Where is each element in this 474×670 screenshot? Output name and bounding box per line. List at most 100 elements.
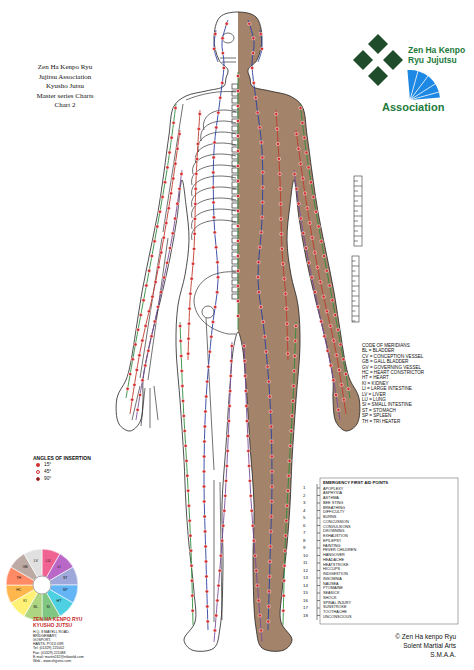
pressure-point [165, 261, 168, 264]
pressure-point [337, 368, 340, 371]
vertebra [232, 112, 238, 117]
pressure-point [270, 440, 273, 443]
body-left-half [116, 12, 360, 651]
pressure-point [285, 322, 288, 325]
pressure-point [144, 324, 147, 327]
label-text: 3 [303, 501, 305, 505]
pressure-point [215, 126, 218, 129]
pressure-point [263, 335, 266, 338]
meridians [126, 20, 350, 642]
pressure-point [161, 195, 164, 198]
pressure-point [229, 374, 232, 377]
chart-title: Master series Charts [24, 93, 106, 100]
meridian-line [248, 20, 272, 630]
meridian-line [300, 104, 350, 398]
pressure-point [230, 344, 233, 347]
pressure-point [252, 36, 255, 39]
pressure-point [322, 295, 325, 298]
label-text: HT [57, 600, 62, 604]
pressure-point [156, 225, 159, 228]
pressure-point [236, 164, 239, 167]
label-text: EMERGENCY FIRST AID POINTS [323, 481, 388, 485]
pressure-point [173, 217, 176, 220]
pressure-point [293, 172, 296, 175]
label-text: ANGLES OF INSERTION [33, 456, 91, 461]
pressure-point [168, 246, 171, 249]
pressure-point [322, 254, 325, 257]
pressure-point [236, 134, 239, 137]
label-text: FEVER CHILDREN [323, 549, 356, 553]
label-text: 18 [303, 614, 308, 618]
logo-text: Association [382, 102, 444, 113]
pressure-point [236, 254, 239, 257]
pressure-point [306, 206, 309, 209]
pressure-point [248, 22, 251, 25]
pressure-point [151, 295, 154, 298]
pressure-point [172, 177, 175, 180]
pressure-point [217, 111, 220, 114]
pressure-point [269, 410, 272, 413]
pressure-point [295, 132, 298, 135]
pressure-point [141, 379, 144, 382]
pressure-point [293, 369, 296, 372]
pressure-point [277, 157, 280, 160]
pressure-point [131, 358, 134, 361]
pressure-point [236, 149, 239, 152]
pressure-point [135, 368, 138, 371]
pressure-point [261, 186, 264, 189]
pressure-point [157, 266, 160, 269]
pressure-point [202, 485, 205, 488]
pressure-point [195, 172, 198, 175]
pressure-point [213, 305, 216, 308]
pressure-point [228, 404, 231, 407]
pressure-point [286, 337, 289, 340]
pressure-point [236, 104, 239, 107]
pressure-point [183, 429, 186, 432]
label-text: HC = HEART CONSTRICTOR [362, 371, 424, 376]
pressure-point [244, 374, 247, 377]
pressure-point [203, 530, 206, 533]
pressure-point [206, 620, 209, 623]
pressure-point [198, 112, 201, 115]
pressure-point [299, 162, 302, 165]
pressure-point [236, 314, 239, 317]
pressure-point [279, 217, 282, 220]
label-text: SUNSTROKE [323, 606, 347, 610]
pressure-point [138, 354, 141, 357]
label-text: Tel: (01329) 221002 [33, 647, 64, 651]
legend-text: 15° [44, 463, 51, 468]
pressure-point [174, 162, 177, 165]
meridian-line [188, 110, 200, 360]
pressure-point [212, 171, 215, 174]
chart-title: Kyusho Jutsu [24, 83, 106, 90]
label-text: 2 [303, 494, 305, 498]
pressure-point [332, 339, 335, 342]
rib [198, 132, 236, 152]
pressure-point [178, 132, 181, 135]
label-text: HANTS. PO13 0XR [33, 643, 64, 647]
pressure-point [337, 408, 340, 411]
vertebra [232, 287, 238, 292]
arm-bones [140, 104, 183, 380]
pressure-point [236, 299, 239, 302]
pressure-point [285, 504, 288, 507]
pressure-point [218, 569, 221, 572]
pressure-point [236, 269, 239, 272]
logo-text: Ryu Jujutsu [408, 56, 457, 65]
pressure-point [256, 111, 259, 114]
label-text: HICCUPS [323, 568, 340, 572]
pressure-point [342, 398, 345, 401]
pressure-point [304, 246, 307, 249]
label-text: SPINAL INJURY [323, 602, 351, 606]
pressure-point [158, 210, 161, 213]
pressure-point [311, 236, 314, 239]
label-text: HEATSTROKE [323, 564, 348, 568]
pressure-point [292, 384, 295, 387]
pressure-point [268, 395, 271, 398]
pressure-point [154, 280, 157, 283]
pressure-point [336, 328, 339, 331]
pressure-point [145, 284, 148, 287]
label-text: LV [34, 560, 38, 564]
pressure-point [313, 251, 316, 254]
